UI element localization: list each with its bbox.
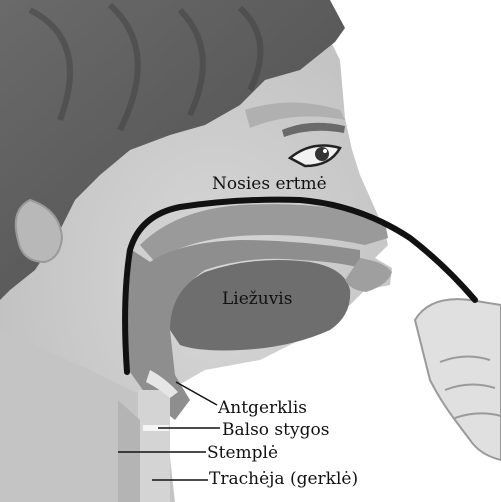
label-trachea: Trachėja (gerklė) xyxy=(209,469,358,489)
label-vocal-cords: Balso stygos xyxy=(222,420,329,440)
label-tongue: Liežuvis xyxy=(222,289,292,309)
label-epiglottis: Antgerklis xyxy=(217,398,307,418)
label-nasal-cavity: Nosies ertmė xyxy=(212,174,327,194)
label-esophagus: Stemplė xyxy=(207,443,278,463)
hand xyxy=(415,299,501,460)
trachea-tube xyxy=(138,390,170,502)
